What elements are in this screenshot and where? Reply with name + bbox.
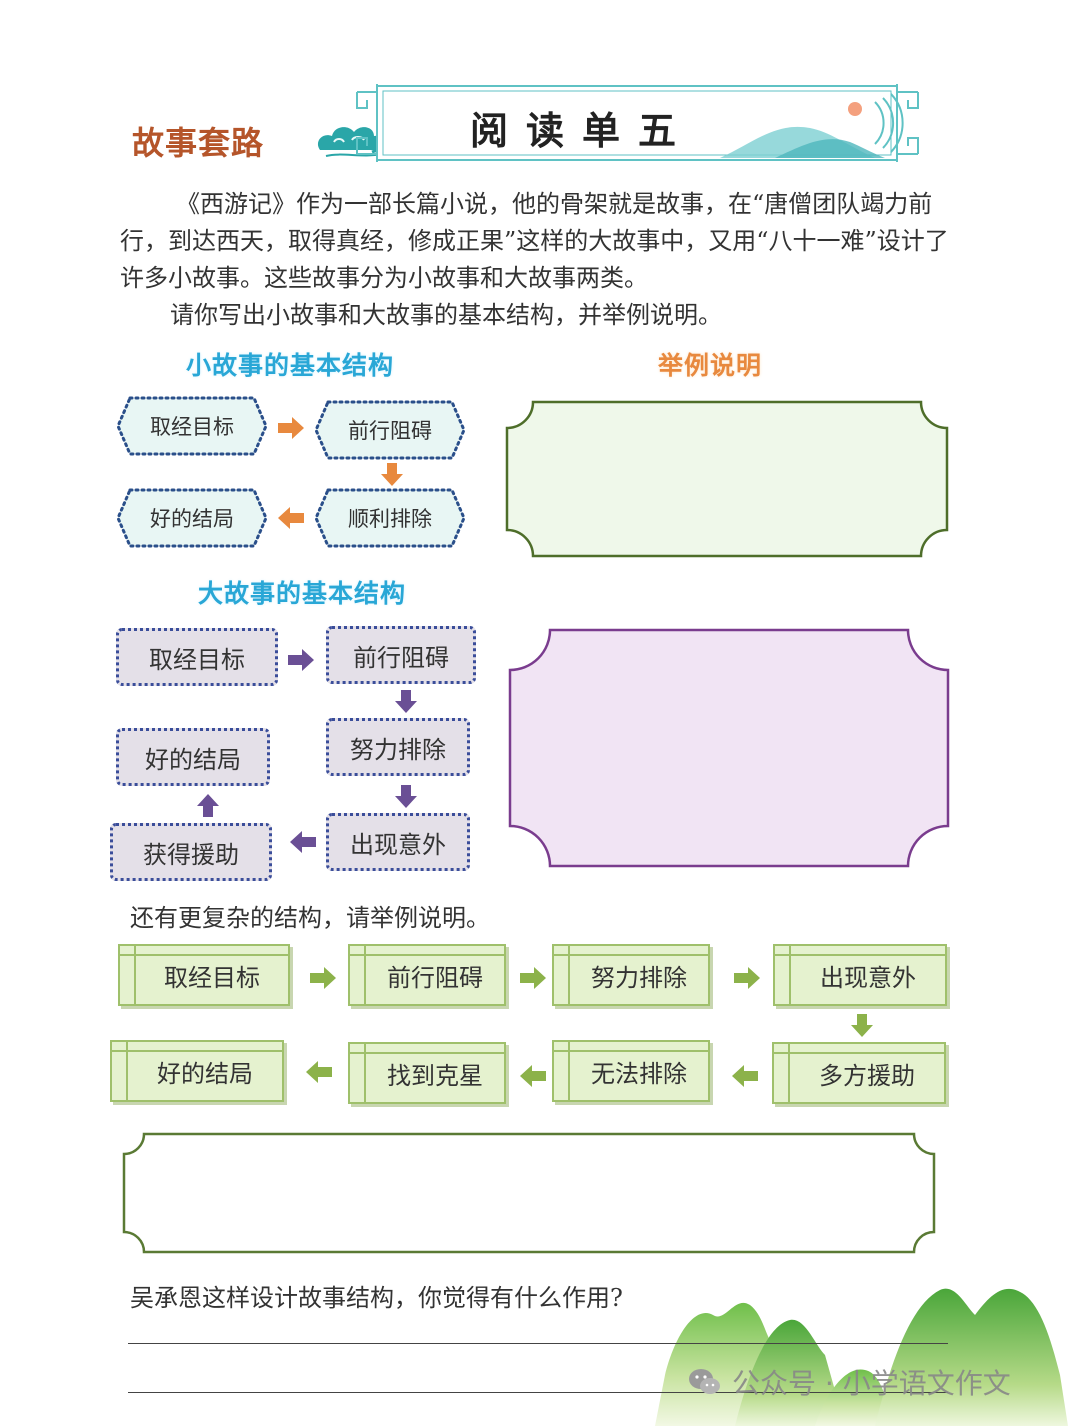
arrow-left-icon	[306, 1061, 332, 1083]
big-step-obstacle: 前行阻碍	[326, 626, 476, 684]
arrow-down-icon	[851, 1014, 873, 1037]
small-step-removed: 顺利排除	[314, 488, 466, 548]
arrow-left-icon	[290, 831, 316, 853]
complex-step-label: 前行阻碍	[387, 963, 483, 992]
wechat-icon	[689, 1369, 720, 1394]
complex-note: 还有更复杂的结构，请举例说明。	[130, 904, 490, 932]
example-answer-box-small[interactable]	[505, 400, 949, 558]
arrow-right-icon	[278, 417, 304, 439]
arrow-left-icon	[278, 507, 304, 529]
complex-step-label: 出现意外	[820, 963, 916, 992]
example-heading: 举例说明	[658, 351, 763, 380]
complex-step-goal: 取经目标	[118, 944, 290, 1006]
answer-line-1[interactable]	[128, 1343, 948, 1344]
big-step-ending: 好的结局	[116, 728, 270, 786]
arrow-right-icon	[288, 649, 314, 671]
big-step-label: 好的结局	[145, 745, 241, 774]
watermark: 公众号 · 小学语文作文	[732, 1367, 1011, 1400]
complex-step-nemesis: 找到克星	[348, 1042, 506, 1104]
arrow-down-icon	[395, 785, 417, 808]
example-answer-box-big[interactable]	[508, 628, 950, 868]
small-step-label: 顺利排除	[348, 507, 432, 531]
small-step-ending: 好的结局	[116, 488, 268, 548]
complex-step-accident: 出现意外	[773, 944, 947, 1006]
arrow-left-icon	[520, 1065, 546, 1087]
big-step-help: 获得援助	[110, 823, 272, 881]
arrow-right-icon	[520, 967, 546, 989]
final-question: 吴承恩这样设计故事结构，你觉得有什么作用?	[130, 1284, 623, 1312]
arrow-down-icon	[381, 463, 403, 486]
answer-line-2[interactable]	[128, 1392, 948, 1393]
intro-paragraph: 《西游记》作为一部长篇小说，他的骨架就是故事，在“唐僧团队竭力前行，到达西天，取…	[120, 190, 949, 292]
small-step-label: 取经目标	[150, 415, 234, 439]
big-step-goal: 取经目标	[116, 628, 278, 686]
big-step-label: 获得援助	[143, 840, 239, 869]
arrow-left-icon	[732, 1065, 758, 1087]
complex-step-label: 多方援助	[819, 1061, 915, 1090]
arrow-right-icon	[734, 967, 760, 989]
section-label: 故事套路	[132, 124, 265, 162]
complex-step-ending: 好的结局	[110, 1040, 284, 1102]
big-step-label: 取经目标	[149, 645, 245, 674]
arrow-up-icon	[197, 794, 219, 817]
big-step-effort: 努力排除	[326, 718, 470, 776]
complex-step-label: 无法排除	[591, 1059, 687, 1088]
banner-title: 阅读单五	[470, 109, 695, 153]
small-step-label: 前行阻碍	[348, 419, 432, 443]
arrow-down-icon	[395, 690, 417, 713]
small-story-heading: 小故事的基本结构	[186, 351, 395, 380]
complex-step-effort: 努力排除	[552, 944, 710, 1006]
complex-step-label: 取经目标	[164, 963, 260, 992]
complex-step-help: 多方援助	[772, 1042, 946, 1104]
title-banner	[356, 84, 919, 162]
complex-step-label: 好的结局	[157, 1059, 253, 1088]
small-step-obstacle: 前行阻碍	[314, 400, 466, 460]
small-step-goal: 取经目标	[116, 396, 268, 456]
big-step-label: 前行阻碍	[353, 643, 449, 672]
big-step-label: 努力排除	[350, 735, 446, 764]
big-step-accident: 出现意外	[326, 813, 470, 871]
big-step-label: 出现意外	[350, 830, 446, 859]
big-story-heading: 大故事的基本结构	[198, 579, 407, 608]
example-answer-box-complex[interactable]	[122, 1132, 936, 1254]
instruction-prompt: 请你写出小故事和大故事的基本结构，并举例说明。	[170, 301, 722, 329]
arrow-right-icon	[310, 967, 336, 989]
complex-step-label: 努力排除	[591, 963, 687, 992]
mountain-decoration	[655, 1288, 1068, 1426]
complex-step-fail: 无法排除	[552, 1040, 710, 1102]
complex-step-obstacle: 前行阻碍	[348, 944, 506, 1006]
complex-step-label: 找到克星	[387, 1061, 483, 1090]
small-step-label: 好的结局	[150, 507, 234, 531]
